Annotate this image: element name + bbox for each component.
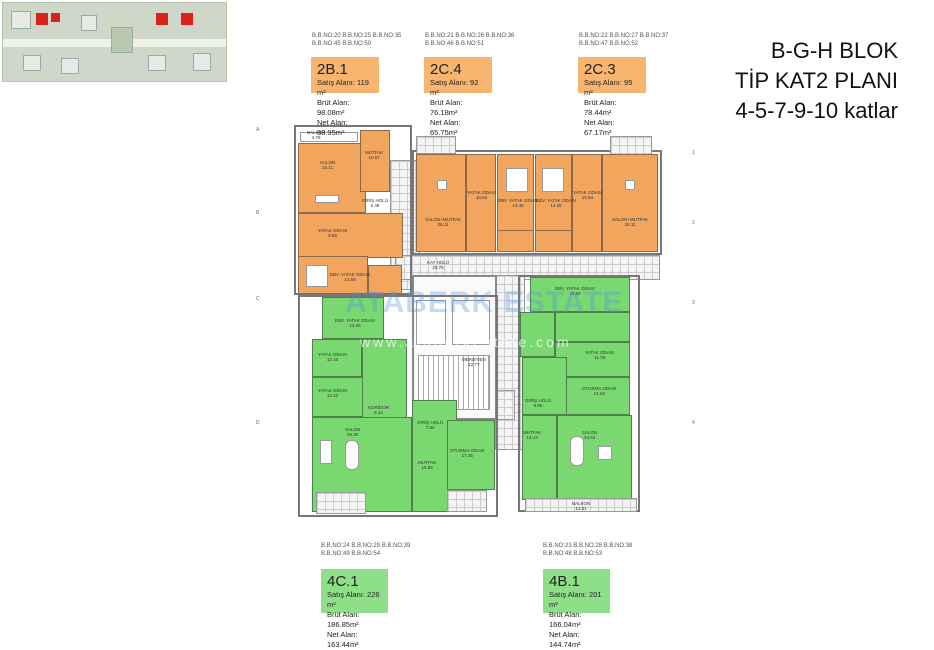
unit-card-4b1: 4B.1 Satış Alanı: 201 m² Brüt Alan: 166.… [543,569,610,649]
room-ebv-yatak-4b1 [530,277,630,312]
gross-area: Brüt Alan: 78.44m² [584,98,617,117]
unit-code: 2B.1 [317,61,348,78]
floor-plan-title: TİP KAT2 PLANI [734,68,898,93]
sale-area: Satış Alanı: 119 m² [317,78,369,97]
gross-area: Brüt Alan: 166.04m² [549,610,582,629]
sale-area: Satış Alanı: 92 m² [430,78,479,97]
unit-code: 2C.4 [430,61,462,78]
highlighted-block [36,13,48,25]
unit-card-2c3: 2C.3 Satış Alanı: 95 m² Brüt Alan: 78.44… [578,57,646,137]
floor-hall [395,255,660,280]
room-salon-2c3 [602,154,658,252]
unit-card-2b1: 2B.1 Satış Alanı: 119 m² Brüt Alan: 98.0… [311,57,379,137]
unit-code: 4C.1 [327,573,359,590]
net-area: Net Alan: 65.75m² [430,118,461,137]
unit-card-2c4: 2C.4 Satış Alanı: 92 m² Brüt Alan: 76.18… [424,57,492,137]
net-area: Net Alan: 83.95m² [317,118,348,137]
unit-code: 2C.3 [584,61,616,78]
net-area: Net Alan: 67.17m² [584,118,615,137]
sale-area: Satış Alanı: 226 m² [327,590,380,609]
gross-area: Brüt Alan: 76.18m² [430,98,463,117]
unit-code: 4B.1 [549,573,580,590]
watermark-logo: ATABERK ESTATE [345,286,624,319]
site-plan-thumbnail [2,2,227,82]
unit-card-4c1: 4C.1 Satış Alanı: 226 m² Brüt Alan: 186.… [321,569,388,649]
gross-area: Brüt Alan: 98.08m² [317,98,350,117]
block-title: B-G-H BLOK [770,38,898,63]
net-area: Net Alan: 163.44m² [327,630,359,649]
room-salon-2c4 [416,154,466,252]
plan-title: B-G-H BLOK TİP KAT2 PLANI 4-5-7-9-10 kat… [735,36,898,126]
gross-area: Brüt Alan: 186.85m² [327,610,360,629]
sale-area: Satış Alanı: 201 m² [549,590,602,609]
room-salon-4b1 [557,415,632,500]
sale-area: Satış Alanı: 95 m² [584,78,633,97]
floors-list: 4-5-7-9-10 katlar [735,98,898,123]
net-area: Net Alan: 144.74m² [549,630,581,649]
watermark-url: www.ataberkestate.com [360,334,572,350]
